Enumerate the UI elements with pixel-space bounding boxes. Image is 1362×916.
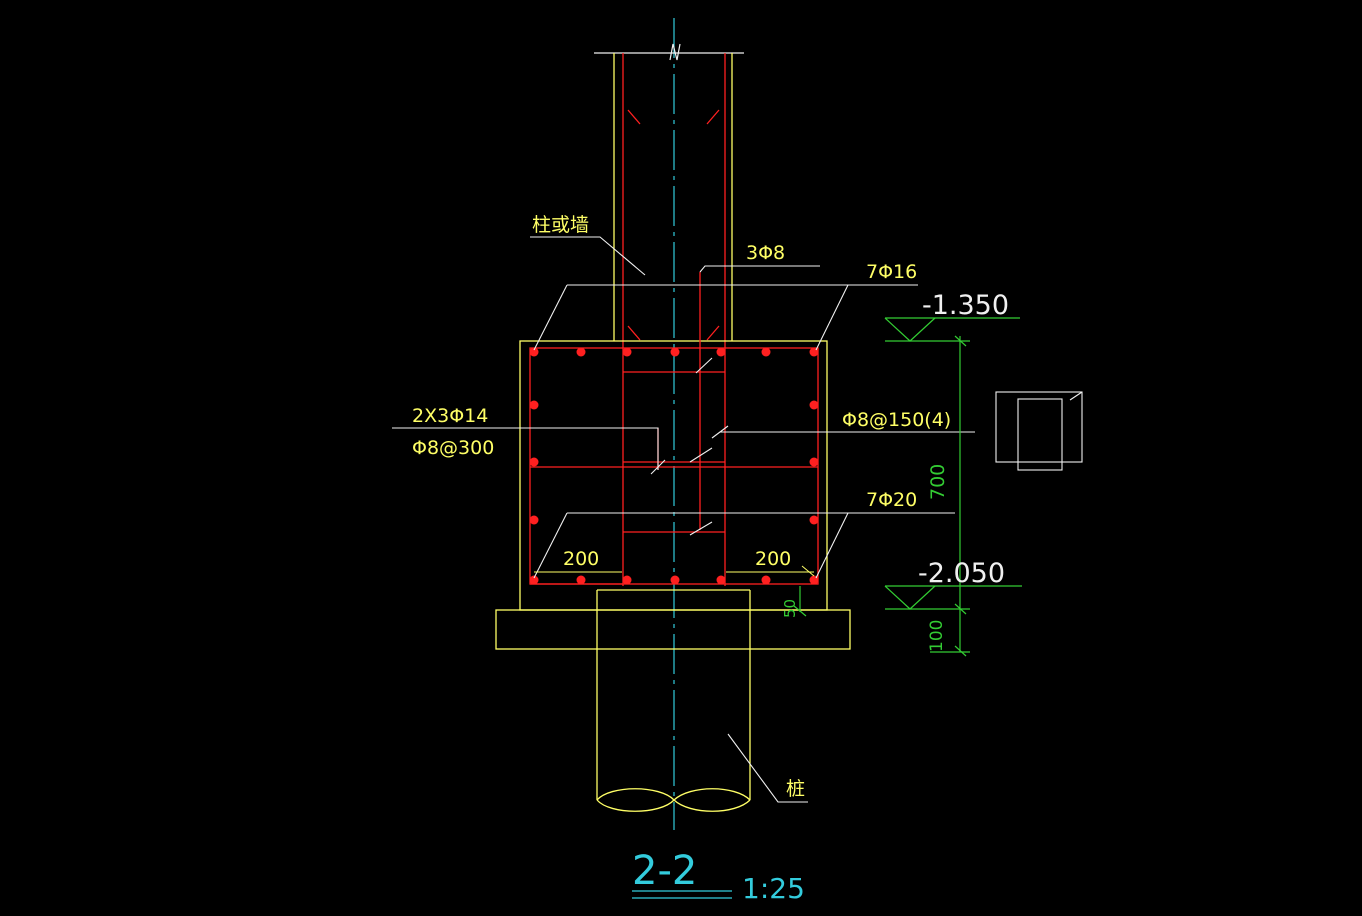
label-top-bars: 7Φ16: [866, 261, 917, 283]
label-stirrups: Φ8@150(4): [842, 409, 951, 431]
section-icon: [995, 391, 1083, 471]
label-column-or-wall: 柱或墙: [532, 214, 589, 236]
break-mark: [669, 43, 681, 61]
dim-pad: 100: [927, 620, 947, 652]
title-underline: [632, 890, 732, 899]
label-stirrup-top: 3Φ8: [746, 242, 785, 264]
elevation-markers: [793, 317, 1022, 657]
column-rebar: [622, 53, 726, 586]
dim-right: 200: [755, 548, 791, 570]
section-title: 2-2: [632, 848, 697, 894]
dim-left: 200: [563, 548, 599, 570]
elev-bottom: -2.050: [918, 558, 1005, 589]
dim-height: 700: [927, 464, 949, 500]
pad-outline: [495, 609, 851, 650]
pile-outline: [596, 589, 751, 812]
label-pile: 桩: [786, 778, 805, 800]
inner-dimensions: [534, 565, 815, 577]
dim-cover: 50: [781, 599, 799, 618]
elev-top: -1.350: [922, 290, 1009, 321]
label-side-bars: 2X3Φ14: [412, 405, 488, 427]
column-outline: [594, 52, 744, 341]
rebar-dots: [529, 347, 819, 585]
label-tie-bars: Φ8@300: [412, 437, 494, 459]
leader-lines: [392, 236, 975, 803]
section-scale: 1:25: [742, 872, 805, 905]
label-bottom-bars: 7Φ20: [866, 489, 917, 511]
